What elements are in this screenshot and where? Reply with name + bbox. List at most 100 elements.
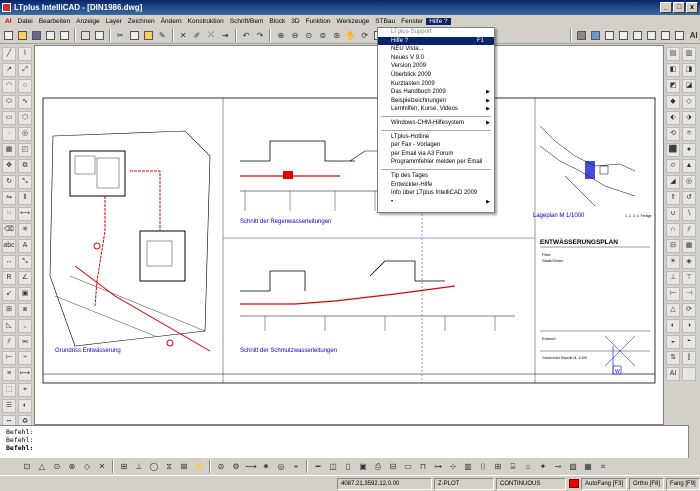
fang-toggle[interactable]: Fang [F9] — [666, 477, 700, 490]
list-tool-icon[interactable]: ≡ — [2, 367, 16, 381]
sphere-3d-icon[interactable]: ● — [682, 143, 696, 157]
region-tool-icon[interactable]: ◰ — [18, 143, 32, 157]
snap-none-icon[interactable]: ⊘ — [214, 459, 228, 474]
flip-icon[interactable]: ⇅ — [666, 351, 680, 365]
arc-tool-icon[interactable]: ◠ — [2, 79, 16, 93]
revolve-icon[interactable]: ↺ — [682, 191, 696, 205]
line-tool-icon[interactable]: ╱ — [2, 47, 16, 61]
material-icon[interactable]: ◈ — [682, 255, 696, 269]
zoom-window-icon[interactable]: ⊙ — [302, 28, 316, 42]
menu-bearbeiten[interactable]: Bearbeiten — [38, 17, 71, 25]
menu-fenster[interactable]: Fenster — [401, 17, 424, 25]
ellipse-tool-icon[interactable]: ⬭ — [2, 95, 16, 109]
lock-icon[interactable]: ⊓ — [416, 459, 430, 474]
align-icon[interactable]: ⫿ — [682, 351, 696, 365]
leader-tool-icon[interactable]: ↙ — [2, 287, 16, 301]
view-icon[interactable] — [631, 28, 645, 42]
command-line-scrollbar[interactable] — [688, 425, 700, 458]
dim-aligned-tool-icon[interactable]: ⤡ — [18, 255, 32, 269]
iso-nw-icon[interactable]: ⬗ — [682, 111, 696, 125]
render-icon[interactable] — [575, 28, 589, 42]
osnap-icon[interactable]: ◎ — [274, 459, 288, 474]
xline-tool-icon[interactable]: ⤢ — [18, 63, 32, 77]
color-tool-icon[interactable]: ◐ — [18, 399, 32, 413]
current-linetype[interactable]: CONTINUOUS — [496, 477, 566, 490]
redo-icon[interactable]: ↷ — [253, 28, 267, 42]
intersect-icon[interactable]: ∩ — [666, 223, 680, 237]
menu-funktion[interactable]: Funktion — [305, 17, 331, 25]
grid-icon[interactable] — [603, 28, 617, 42]
maximize-button[interactable]: □ — [673, 2, 685, 13]
copy-tool-icon[interactable]: ⧉ — [18, 159, 32, 173]
app-icon[interactable] — [2, 3, 11, 12]
hide-icon[interactable]: ◐ — [666, 319, 680, 333]
wedge-3d-icon[interactable]: ◢ — [666, 175, 680, 189]
stair-icon[interactable]: ⌸ — [506, 459, 520, 474]
export-icon[interactable] — [57, 28, 71, 42]
ucs-world-icon[interactable]: ⊥ — [666, 271, 680, 285]
snap-settings-icon[interactable]: ⚙ — [229, 459, 243, 474]
camera-icon[interactable]: ⌾ — [682, 127, 696, 141]
copy-icon[interactable] — [127, 28, 141, 42]
close-button[interactable]: x — [686, 2, 698, 13]
shade-icon[interactable] — [589, 28, 603, 42]
iso-sw-icon[interactable]: ◆ — [666, 95, 680, 109]
join-tool-icon[interactable]: ⫘ — [18, 335, 32, 349]
cylinder-3d-icon[interactable]: ⌭ — [666, 159, 680, 173]
snap-intersection-icon[interactable]: ✕ — [95, 459, 109, 474]
union-icon[interactable]: ∪ — [666, 207, 680, 221]
scale-tool-icon[interactable]: ⤡ — [18, 175, 32, 189]
iso-se-icon[interactable]: ◇ — [682, 95, 696, 109]
menu-schrift-bem[interactable]: Schrift/Bem — [229, 17, 264, 25]
current-layer[interactable]: Z-PLOT — [434, 477, 494, 490]
snap-center-icon[interactable]: ⊙ — [50, 459, 64, 474]
explode-tool-icon[interactable]: ✳ — [18, 223, 32, 237]
match-properties-icon[interactable]: ✎ — [155, 28, 169, 42]
zoom-extents-icon[interactable]: ⊛ — [330, 28, 344, 42]
doc-icon[interactable]: AI — [5, 17, 12, 25]
open-file-icon[interactable] — [15, 28, 29, 42]
menu-datei[interactable]: Datei — [17, 17, 33, 25]
mtext-tool-icon[interactable]: A — [18, 239, 32, 253]
menu-item-beispielzeichnungen[interactable]: Beispielzeichnungen▶ — [378, 97, 494, 106]
menu-anzeige[interactable]: Anzeige — [76, 17, 100, 25]
xref-tool-icon[interactable]: ⧈ — [18, 303, 32, 317]
menu-block[interactable]: Block — [269, 17, 286, 25]
polygon-tool-icon[interactable]: ⬡ — [18, 111, 32, 125]
sheet-icon[interactable]: ▭ — [401, 459, 415, 474]
dimension-icon[interactable] — [673, 28, 687, 42]
shade-mode-icon[interactable]: ◑ — [682, 319, 696, 333]
menu-item-chm-hilfe[interactable]: Windows-CHM-Hilfesystem▶ — [378, 119, 494, 128]
mirror-tool-icon[interactable]: ⇋ — [2, 191, 16, 205]
ucs-icon[interactable] — [645, 28, 659, 42]
snap-apparent-icon[interactable]: ⊠ — [177, 459, 191, 474]
menu-item-version-2009[interactable]: Version 2009 — [391, 63, 427, 70]
box-3d-icon[interactable]: ⬛ — [666, 143, 680, 157]
view-top-icon[interactable]: ▤ — [666, 47, 680, 61]
render-mode-icon[interactable]: ◒ — [666, 335, 680, 349]
ai-tool-icon[interactable]: AI — [666, 367, 680, 381]
ucs-3point-icon[interactable]: △ — [666, 303, 680, 317]
view-left-icon[interactable]: ◧ — [666, 63, 680, 77]
polar-icon[interactable]: ✷ — [259, 459, 273, 474]
ucs-origin-icon[interactable]: ⊣ — [682, 287, 696, 301]
layer-tool-icon[interactable]: ☰ — [2, 399, 16, 413]
move-tool-icon[interactable]: ✥ — [2, 159, 16, 173]
break-tool-icon[interactable]: ⫽ — [2, 335, 16, 349]
model-icon[interactable]: ◫ — [326, 459, 340, 474]
drawing-canvas[interactable]: Grundriss Entwässerung Schnitt der Regen… — [34, 45, 664, 425]
snap-endpoint-icon[interactable]: ⊡ — [20, 459, 34, 474]
axis-icon[interactable]: ⊹ — [446, 459, 460, 474]
mesh-icon[interactable]: ▦ — [682, 239, 696, 253]
dyn-icon[interactable]: ⌖ — [289, 459, 303, 474]
block-tool-icon[interactable]: ▣ — [18, 287, 32, 301]
offset-tool-icon[interactable]: ⫴ — [18, 191, 32, 205]
snap-quadrant-icon[interactable]: ◇ — [80, 459, 94, 474]
menu-item-more[interactable]: •▶ — [378, 198, 494, 207]
id-tool-icon[interactable]: ⌖ — [18, 383, 32, 397]
view-right-icon[interactable]: ◨ — [682, 63, 696, 77]
menu-item-handbuch-2009[interactable]: Das Handbuch 2009▶ — [378, 88, 494, 97]
menu-layer[interactable]: Layer — [105, 17, 122, 25]
roof-icon[interactable]: ⌂ — [521, 459, 535, 474]
snap-icon[interactable] — [617, 28, 631, 42]
